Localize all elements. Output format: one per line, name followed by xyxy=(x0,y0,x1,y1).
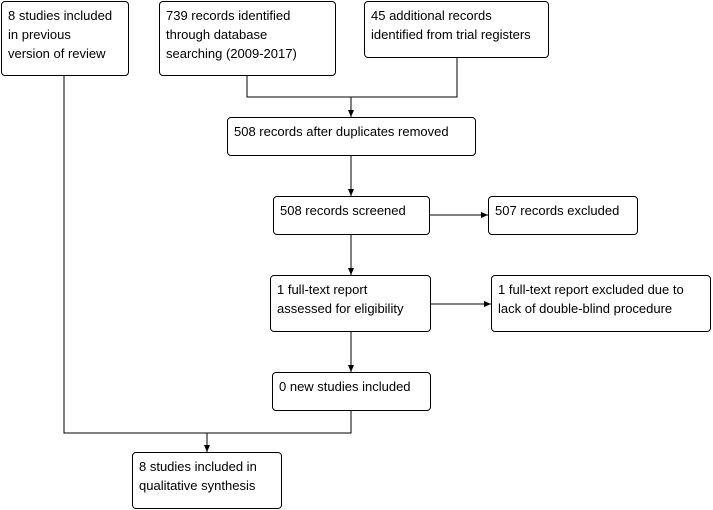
box-line: in previous xyxy=(8,27,71,42)
box-line: version of review xyxy=(8,46,106,61)
duplicates-removed-box: 508 records after duplicates removed xyxy=(227,117,476,156)
box-line: 1 full-text report excluded due to xyxy=(498,282,684,297)
box-line: 507 records excluded xyxy=(495,203,620,218)
box-line: 1 full-text report xyxy=(277,282,368,297)
connector-additional xyxy=(351,58,458,98)
box-line: 508 records screened xyxy=(280,203,406,218)
box-line: 0 new studies included xyxy=(279,379,411,394)
records-screened-box: 508 records screened xyxy=(273,196,430,235)
records-identified-box: 739 records identified through database … xyxy=(159,1,336,76)
box-line: 739 records identified xyxy=(166,8,291,23)
previous-review-box: 8 studies included in previous version o… xyxy=(1,1,129,76)
box-line: through database xyxy=(166,27,268,42)
box-line: assessed for eligibility xyxy=(277,301,404,316)
records-excluded-box: 507 records excluded xyxy=(488,196,638,235)
box-line: 45 additional records xyxy=(371,8,492,23)
connector-previous xyxy=(63,76,207,434)
box-line: searching (2009-2017) xyxy=(166,46,297,61)
box-line: identified from trial registers xyxy=(371,27,531,42)
qualitative-synthesis-box: 8 studies included in qualitative synthe… xyxy=(132,452,282,509)
additional-records-box: 45 additional records identified from tr… xyxy=(364,1,549,58)
fulltext-excluded-box: 1 full-text report excluded due to lack … xyxy=(491,275,711,332)
fulltext-assessed-box: 1 full-text report assessed for eligibil… xyxy=(270,275,431,332)
new-studies-box: 0 new studies included xyxy=(272,372,431,411)
connector-identified xyxy=(246,76,351,98)
box-line: 8 studies included xyxy=(8,8,113,23)
box-line: 508 records after duplicates removed xyxy=(234,124,449,139)
box-line: 8 studies included in xyxy=(139,459,257,474)
box-line: lack of double-blind procedure xyxy=(498,301,673,316)
connector-new-studies xyxy=(207,411,352,434)
box-line: qualitative synthesis xyxy=(139,478,256,493)
